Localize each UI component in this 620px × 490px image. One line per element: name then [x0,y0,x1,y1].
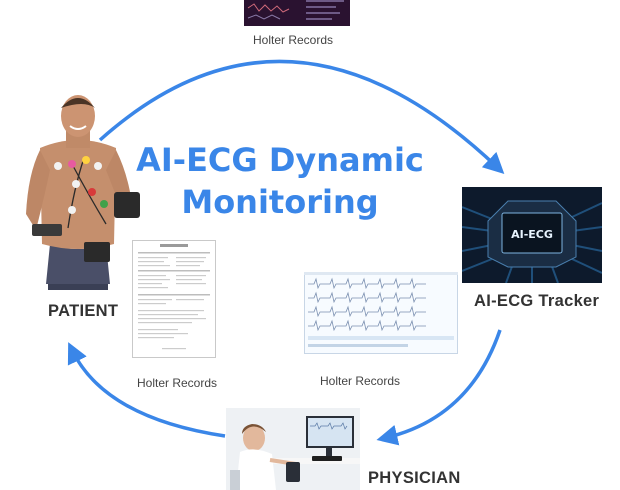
patient-label: PATIENT [48,302,119,320]
arrow-tracker-to-physician [376,329,502,446]
arrow-patient-to-tracker [98,59,505,175]
chip-text: AI-ECG [511,228,553,241]
holter-report-document-image [132,240,216,358]
diagram-title-line2: Monitoring [181,183,379,221]
patient-image [26,95,140,290]
holter-ecg-grid-image [304,272,458,354]
holter-records-label-middle: Holter Records [320,374,401,388]
holter-monitor-screen-image [244,0,350,26]
arrow-physician-to-patient [67,342,226,438]
holter-records-label-top: Holter Records [253,33,334,47]
ai-ecg-tracker-label: AI-ECG Tracker [474,292,600,310]
ai-ecg-chip-image: AI-ECG [462,187,602,283]
physician-label: PHYSICIAN [368,469,461,487]
diagram-title-line1: AI-ECG Dynamic [136,141,424,179]
holter-records-label-left: Holter Records [137,376,218,390]
physician-image [226,408,360,490]
